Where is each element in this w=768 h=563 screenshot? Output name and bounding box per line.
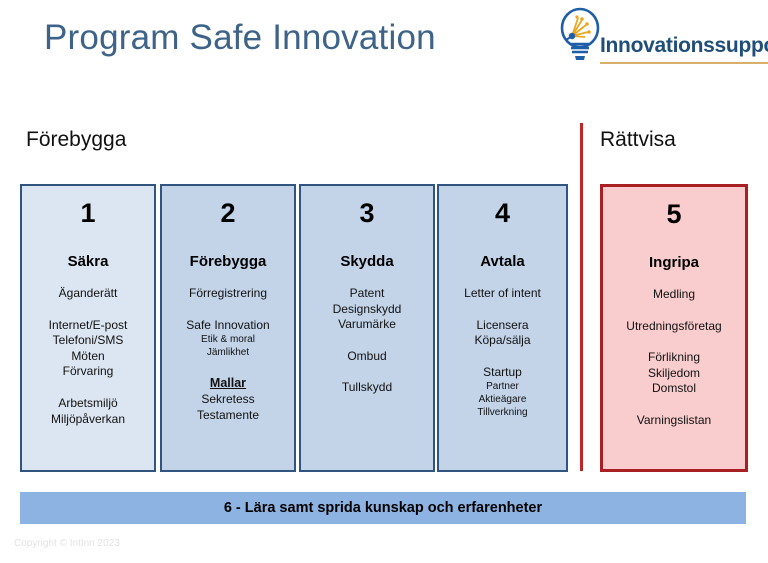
- logo-underline: [600, 62, 768, 64]
- step-item: Patent: [349, 286, 385, 300]
- step-item: Tillverkning: [477, 407, 528, 419]
- step-item-group: Letter of intent: [443, 286, 562, 302]
- step-item: Letter of intent: [464, 286, 541, 300]
- step-item-group: Utredningsföretag: [607, 319, 741, 335]
- step-item: Etik & moral: [201, 334, 255, 346]
- step-item: Miljöpåverkan: [50, 411, 126, 426]
- step-column-5[interactable]: 5 Ingripa Medling Utredningsföretag Förl…: [600, 184, 748, 472]
- page-title: Program Safe Innovation: [44, 18, 436, 57]
- step-item-group: Äganderätt: [26, 286, 150, 302]
- step-item: Testamente: [196, 407, 260, 422]
- step-item: Designskydd: [332, 301, 402, 316]
- step-item: Varningslistan: [636, 412, 712, 427]
- step-item-group: Internet/E-post Telefoni/SMS Möten Förva…: [26, 318, 150, 380]
- section-heading-justice: Rättvisa: [600, 128, 676, 151]
- step-item-group: Tullskydd: [305, 380, 429, 396]
- logo: Innovationssupport: [552, 6, 768, 68]
- bottom-bar-label: 6 - Lära samt sprida kunskap och erfaren…: [223, 500, 543, 516]
- step-item-group: Startup Partner Aktieägare Tillverkning: [443, 365, 562, 420]
- step-number: 5: [666, 199, 682, 229]
- step-title: Avtala: [480, 253, 525, 270]
- step-item-group: Mallar Sekretess Testamente: [166, 375, 290, 423]
- step-item-group: Licensera Köpa/sälja: [443, 318, 562, 349]
- step-item: Arbetsmiljö: [58, 395, 118, 410]
- step-number: 2: [220, 198, 236, 228]
- step-item-group: Safe Innovation Etik & moral Jämlikhet: [166, 318, 290, 360]
- step-item-group: Ombud: [305, 349, 429, 365]
- step-item: Telefoni/SMS: [52, 333, 124, 348]
- step-title: Förebygga: [189, 253, 267, 270]
- step-item: Safe Innovation: [186, 317, 270, 332]
- step-number: 1: [80, 198, 96, 228]
- step-item: Jämlikhet: [206, 347, 250, 359]
- step-item: Sekretess: [201, 392, 255, 407]
- step-item: Äganderätt: [58, 286, 118, 300]
- step-title: Ingripa: [648, 254, 699, 271]
- step-item-emphasis: Mallar: [209, 376, 247, 391]
- step-item: Domstol: [651, 381, 696, 396]
- step-column-4[interactable]: 4 Avtala Letter of intent Licensera Köpa…: [437, 184, 568, 472]
- step-column-2[interactable]: 2 Förebygga Förregistrering Safe Innovat…: [160, 184, 296, 472]
- step-item: Internet/E-post: [48, 317, 128, 332]
- step-column-3[interactable]: 3 Skydda Patent Designskydd Varumärke Om…: [299, 184, 435, 472]
- lightbulb-icon: [560, 7, 600, 60]
- step-item-group: Arbetsmiljö Miljöpåverkan: [26, 396, 150, 427]
- section-heading-prevent: Förebygga: [26, 128, 127, 151]
- step-item: Möten: [71, 348, 105, 363]
- step-item-group: Medling: [607, 287, 741, 303]
- step-item: Förlikning: [647, 350, 701, 365]
- step-item: Startup: [483, 364, 522, 379]
- bottom-bar[interactable]: 6 - Lära samt sprida kunskap och erfaren…: [20, 492, 746, 524]
- step-item: Tullskydd: [341, 380, 393, 395]
- step-item: Utredningsföretag: [626, 318, 722, 333]
- step-item: Partner: [486, 381, 519, 393]
- section-divider: [580, 123, 583, 471]
- step-item-group: Förregistrering: [166, 286, 290, 302]
- copyright-notice: Copyright © IntInn 2023: [14, 538, 120, 549]
- step-title: Skydda: [340, 253, 394, 270]
- step-item: Skiljedom: [647, 365, 701, 380]
- step-item-group: Varningslistan: [607, 413, 741, 429]
- step-item: Aktieägare: [478, 394, 527, 406]
- step-number: 4: [494, 198, 511, 228]
- step-item: Förregistrering: [188, 286, 268, 300]
- step-item: Varumärke: [338, 317, 396, 332]
- step-item-group: Patent Designskydd Varumärke: [305, 286, 429, 333]
- step-item: Köpa/sälja: [474, 333, 531, 348]
- step-column-1[interactable]: 1 Säkra Äganderätt Internet/E-post Telef…: [20, 184, 156, 472]
- step-item-group: Förlikning Skiljedom Domstol: [607, 350, 741, 397]
- step-title: Säkra: [67, 253, 109, 270]
- logo-wordmark: Innovationssupport: [600, 34, 768, 57]
- step-item: Ombud: [347, 348, 387, 363]
- step-number: 3: [359, 198, 375, 228]
- step-item: Licensera: [476, 317, 529, 332]
- step-item: Medling: [652, 287, 696, 301]
- step-item: Förvaring: [62, 364, 114, 379]
